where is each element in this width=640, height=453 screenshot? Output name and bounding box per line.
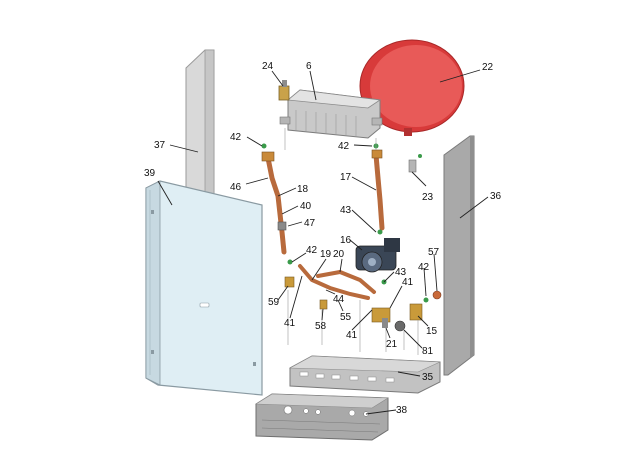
label-6: 6 (306, 61, 312, 72)
label-35: 35 (422, 372, 434, 383)
label-42-c: 42 (306, 245, 318, 256)
part-22-expansion-vessel (359, 39, 465, 136)
label-15: 15 (426, 326, 438, 337)
label-42-a: 42 (230, 132, 242, 143)
label-20: 20 (333, 249, 345, 260)
part-39-front-cover (145, 180, 263, 396)
label-17: 17 (340, 172, 352, 183)
label-38: 38 (396, 405, 408, 416)
label-23: 23 (422, 192, 434, 203)
leader-lines (157, 69, 489, 415)
part-58-fitting (319, 299, 328, 310)
part-23-valve (408, 159, 417, 173)
part-number-labels: 24 6 22 42 42 37 46 18 17 39 40 47 23 36… (144, 61, 502, 416)
label-42-b: 42 (338, 141, 350, 152)
label-18: 18 (297, 184, 309, 195)
part-36-right-panel (443, 135, 475, 376)
label-42-d: 42 (418, 262, 430, 273)
label-22: 22 (482, 62, 494, 73)
label-43-b: 43 (395, 267, 407, 278)
part-16-pump (355, 238, 400, 273)
part-24-air-vent (278, 80, 290, 101)
label-37: 37 (154, 140, 166, 151)
label-16: 16 (340, 235, 352, 246)
label-57: 57 (428, 247, 440, 258)
label-55: 55 (340, 312, 352, 323)
label-41-a: 41 (284, 318, 296, 329)
label-41-b: 41 (402, 277, 414, 288)
part-17-return-pipe (371, 149, 385, 231)
label-59: 59 (268, 297, 280, 308)
part-38-bottom-grille (255, 393, 389, 441)
label-21: 21 (386, 339, 398, 350)
label-40: 40 (300, 201, 312, 212)
part-19-pipe (298, 264, 370, 300)
label-47: 47 (304, 218, 316, 229)
part-6-heat-exchanger (279, 89, 383, 139)
part-21-hydraulic-block (371, 307, 391, 328)
part-18-flow-pipe (261, 151, 287, 255)
label-41-c: 41 (346, 330, 358, 341)
part-20-pipe (316, 269, 376, 294)
label-36: 36 (490, 191, 502, 202)
assembly-guides (284, 128, 419, 355)
part-15-fitting (409, 303, 423, 321)
label-58: 58 (315, 321, 327, 332)
label-81: 81 (422, 346, 434, 357)
label-46: 46 (230, 182, 242, 193)
part-47-fitting (277, 221, 287, 231)
part-81-sensor (394, 320, 406, 332)
part-35-bottom-plate (288, 355, 441, 394)
label-39: 39 (144, 168, 156, 179)
label-44: 44 (333, 294, 345, 305)
label-19: 19 (320, 249, 332, 260)
part-57-gauge (432, 290, 442, 300)
label-43-a: 43 (340, 205, 352, 216)
label-24: 24 (262, 61, 274, 72)
part-59-fitting (284, 276, 295, 288)
